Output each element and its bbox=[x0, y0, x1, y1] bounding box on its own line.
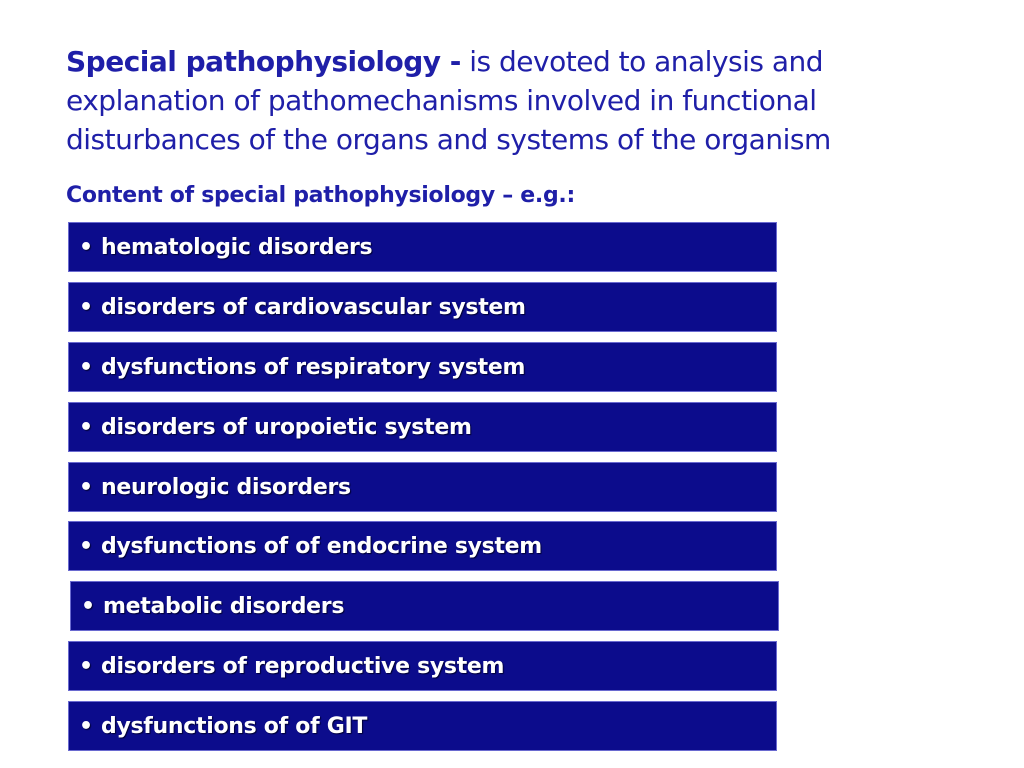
list-item-label: hematologic disorders bbox=[101, 235, 373, 260]
intro-term: Special pathophysiology - bbox=[66, 45, 461, 78]
list-item-label: disorders of reproductive system bbox=[101, 654, 505, 679]
list-item: • hematologic disorders bbox=[68, 222, 777, 272]
list-item: • neurologic disorders bbox=[68, 462, 777, 512]
list-item: • disorders of reproductive system bbox=[68, 641, 777, 691]
list-item: • dysfunctions of of GIT bbox=[68, 701, 777, 751]
bullet-icon: • bbox=[79, 235, 93, 260]
bullet-icon: • bbox=[79, 654, 93, 679]
subheading: Content of special pathophysiology – e.g… bbox=[66, 183, 575, 208]
list-item-label: disorders of uropoietic system bbox=[101, 415, 472, 440]
bullet-icon: • bbox=[79, 355, 93, 380]
list-item-label: disorders of cardiovascular system bbox=[101, 295, 526, 320]
list-item: • disorders of uropoietic system bbox=[68, 402, 777, 452]
list-item-label: dysfunctions of of GIT bbox=[101, 714, 368, 739]
list-item-label: dysfunctions of of endocrine system bbox=[101, 534, 542, 559]
list-item-label: dysfunctions of respiratory system bbox=[101, 355, 526, 380]
list-item: • metabolic disorders bbox=[70, 581, 779, 631]
list-item: • disorders of cardiovascular system bbox=[68, 282, 777, 332]
bullet-icon: • bbox=[79, 534, 93, 559]
list-item: • dysfunctions of of endocrine system bbox=[68, 521, 777, 571]
bullet-icon: • bbox=[81, 594, 95, 619]
list-item: • dysfunctions of respiratory system bbox=[68, 342, 777, 392]
intro-paragraph: Special pathophysiology - is devoted to … bbox=[66, 42, 946, 159]
bullet-icon: • bbox=[79, 475, 93, 500]
bullet-icon: • bbox=[79, 415, 93, 440]
bullet-icon: • bbox=[79, 714, 93, 739]
list-item-label: neurologic disorders bbox=[101, 475, 351, 500]
intro-definition: is devoted to analysis and explanation o… bbox=[66, 45, 831, 156]
bullet-icon: • bbox=[79, 295, 93, 320]
list-item-label: metabolic disorders bbox=[103, 594, 345, 619]
